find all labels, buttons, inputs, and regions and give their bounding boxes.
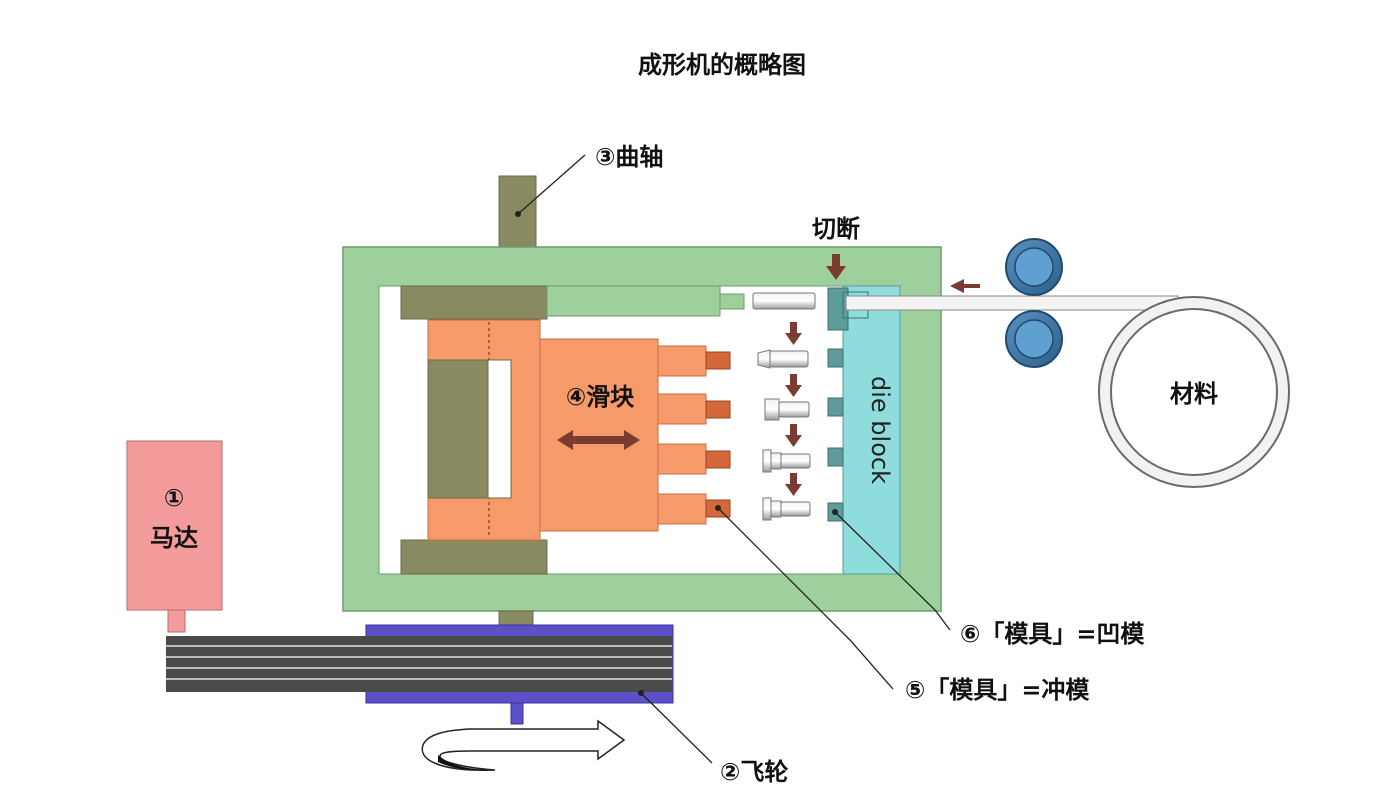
lower-guide [400,539,548,575]
slide-body [539,338,659,532]
motor-shaft [167,609,186,633]
cutoff-label: 切断 [812,215,860,243]
feed-roller-bottom-hub [1014,319,1054,359]
punch-holder-4 [657,493,707,525]
punch-3 [705,450,731,469]
die-leader-line [834,511,951,631]
double-arrow-icon [557,430,640,450]
punch-die-label: ⑤「模具」=冲模 [905,676,1090,704]
motor-label: 马达 [150,524,198,552]
cutter-tip [719,293,745,310]
flywheel-label: ②飞轮 [720,758,788,786]
down-arrow-icon [826,254,846,280]
punch-2 [705,400,731,419]
workpiece-stage-4 [762,497,811,521]
upper-guide [400,285,548,320]
concave-die-label: ⑥「模具」=凹模 [960,620,1145,648]
motor-number: ① [164,484,184,512]
flywheel-leader-line [640,692,713,764]
punch-leader-line [717,507,894,690]
crankshaft-leader-line [517,154,586,215]
wire-stock [845,295,1179,311]
slide-window [487,359,512,499]
connecting-rod-pin [427,359,489,499]
die-insert-2 [827,397,844,417]
die-insert-1 [827,348,844,368]
down-arrow-icon [785,473,802,496]
cutter-rail [546,285,721,317]
page-title: 成形机的概略图 [638,51,806,79]
material-coil-inner [1110,308,1278,476]
die-insert-cutoff [827,287,849,331]
workpiece-stage-2 [764,398,810,421]
workpiece-stage-3 [762,449,811,473]
punch-holder-1 [657,345,707,377]
rotation-arrow-icon [421,719,626,771]
crankshaft-label: ③曲轴 [595,143,663,171]
down-arrow-icon [785,374,802,397]
punch-holder-2 [657,393,707,425]
feed-arrow-icon [950,279,980,293]
down-arrow-icon [785,424,802,447]
punch-holder-3 [657,443,707,475]
motor [126,440,223,611]
cut-blank [752,292,816,310]
drive-belt [166,636,672,692]
workpiece-stage-1 [757,349,809,369]
die-block-label: die block [866,376,894,484]
material-label: 材料 [1170,380,1218,408]
die-insert-3 [827,447,844,467]
punch-1 [705,351,731,370]
slide-label: ④滑块 [566,383,634,411]
flywheel-shaft [510,702,524,725]
feed-roller-top-hub [1014,247,1054,287]
die-block [842,285,901,575]
down-arrow-icon [785,322,802,345]
